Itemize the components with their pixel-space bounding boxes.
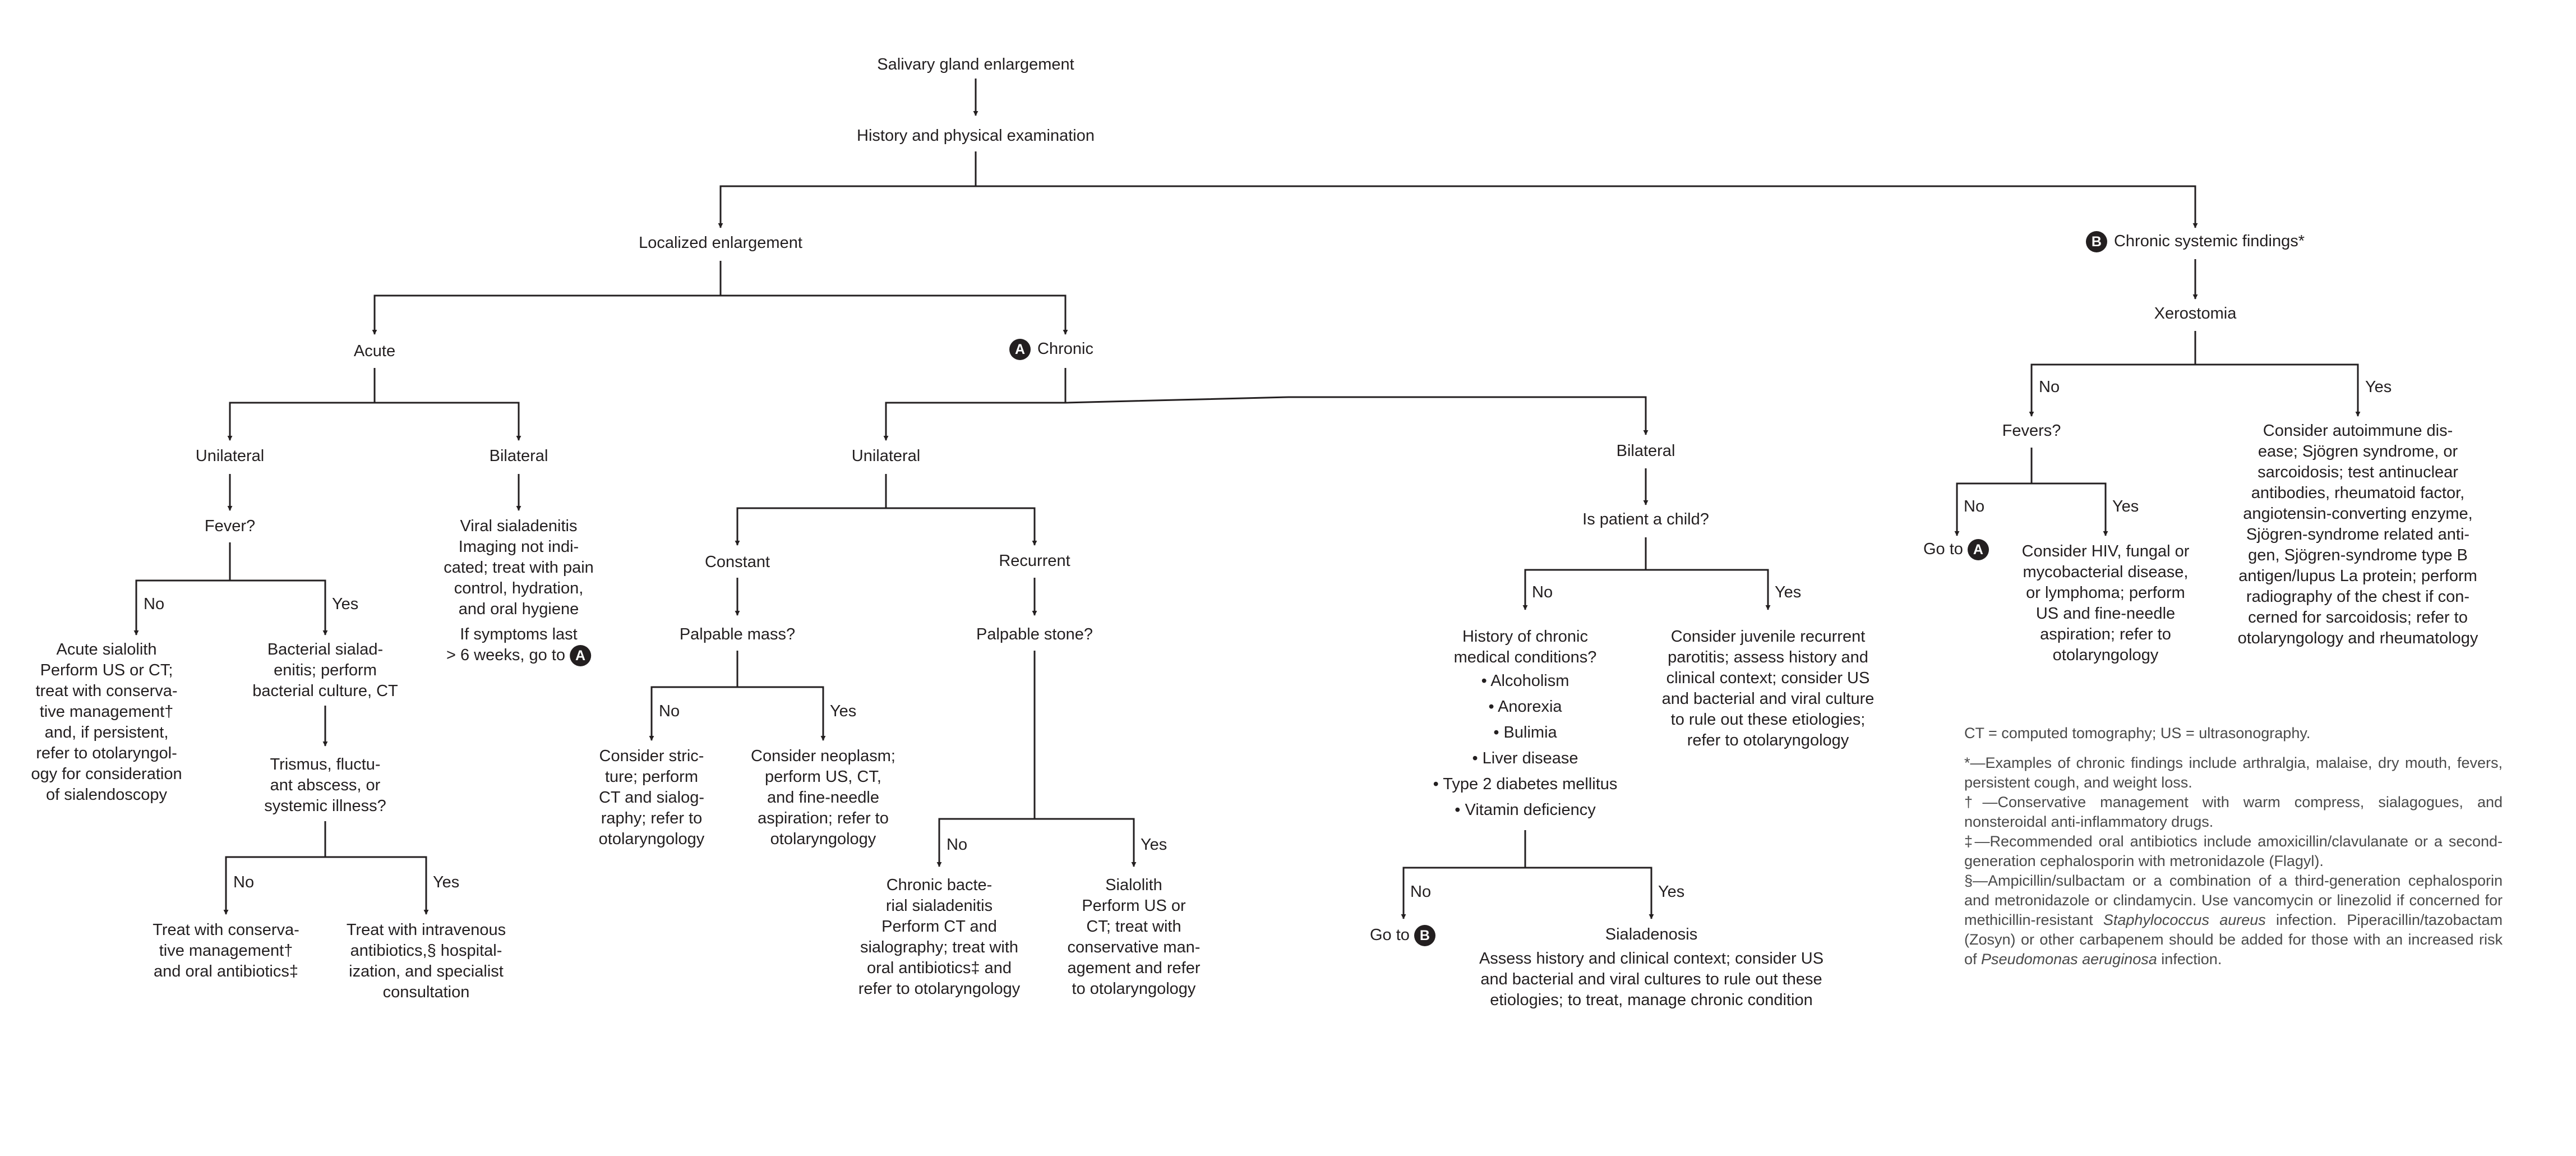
stricture-node: Consider stric- ture; perform CT and sia… [598,747,705,848]
pseudomonas-text: Pseudomonas aeruginosa [1981,951,2157,968]
trismus-question-node: Trismus, fluctu- ant abscess, or systemi… [264,756,386,815]
branch-label-yes: Yes [2112,498,2139,515]
branch-label-no: No [1410,883,1432,901]
branch-label-yes: Yes [1775,583,1802,601]
edge-xerostomia-split [2029,331,2196,417]
badge-a: A [1967,539,1989,561]
fevers-question-node: Fevers? [2002,422,2061,440]
edge-chronic-split [883,368,1067,441]
iv-treatment-node: Treat with intravenous antibiotics,§ hos… [346,921,506,1001]
sialolith-node: Sialolith Perform US or CT; treat with c… [1067,876,1201,998]
viral-sialadenitis-node: Viral sialadenitis Imaging not indi- cat… [444,516,594,667]
edge-unilateral-split [735,474,887,546]
acute-unilateral-node: Unilateral [195,447,265,465]
branch-label-yes: Yes [1141,836,1167,854]
footnote-abbreviations: CT = computed tomography; US = ultrasono… [1964,725,2311,742]
conservative-treatment-node: Treat with conserva- tive management† an… [153,921,299,980]
acute-sialolith-node: Acute sialolith Perform US or CT; treat … [31,641,182,804]
localized-enlargement-node: Localized enlargement [639,234,802,252]
hiv-lymphoma-node: Consider HIV, fungal or mycobacterial di… [2021,542,2190,664]
history-chronic-conditions-node: History of chronic medical conditions? •… [1433,628,1618,819]
footnote-double-dagger: ‡—Recommended oral antibiotics include a… [1964,833,2503,869]
constant-node: Constant [704,553,770,571]
chronic-bilateral-node: Bilateral [1616,442,1675,460]
history-node: History and physical examination [857,127,1095,145]
edge-stone-split [936,651,1036,867]
acute-node: Acute [353,342,396,360]
fever-question-node: Fever? [204,517,256,535]
branch-label-yes: Yes [830,702,857,720]
staphylococcus-text: Staphylococcus aureus [2103,911,2266,928]
branch-label-yes: Yes [332,595,359,613]
badge-a: A [1009,339,1031,361]
edge-fever-split [133,542,231,635]
xerostomia-node: Xerostomia [2154,305,2237,323]
branch-label-no: No [947,836,968,854]
juvenile-parotitis-node: Consider juvenile recurrent parotitis; a… [1661,628,1875,749]
bacterial-sialadenitis-node: Bacterial sialad- enitis; perform bacter… [252,641,398,700]
branch-label-no: No [2039,378,2060,396]
edge-fevers-split [1954,448,2033,536]
footnote-section: §—Ampicillin/sulbactam or a combination … [1964,872,2503,968]
branch-label-yes: Yes [433,873,460,891]
acute-bilateral-node: Bilateral [489,447,548,465]
root-node: Salivary gland enlargement [877,56,1074,73]
recurrent-node: Recurrent [999,552,1070,570]
branch-label-yes: Yes [2365,378,2392,396]
edge-child-split [1522,537,1647,610]
branch-label-no: No [233,873,255,891]
edge-history-split2 [1401,830,1526,919]
badge-a: A [569,645,591,667]
palpable-mass-question-node: Palpable mass? [679,625,796,643]
edge-acute-split [227,368,376,441]
footnote-star: *—Examples of chronic findings include a… [1964,754,2503,791]
palpable-stone-question-node: Palpable stone? [976,625,1093,643]
badge-b: B [1414,925,1435,947]
chronic-bacterial-sialadenitis-node: Chronic bacte- rial sialadenitis Perform… [858,876,1021,998]
chronic-unilateral-node: Unilateral [851,447,921,465]
autoimmune-node: Consider autoimmune dis- ease; Sjögren s… [2237,422,2478,647]
neoplasm-node: Consider neoplasm; perform US, CT, and f… [751,747,895,848]
is-child-question-node: Is patient a child? [1582,510,1709,528]
branch-label-yes: Yes [1658,883,1685,901]
branch-label-no: No [659,702,680,720]
branch-label-no: No [1964,498,1985,515]
branch-label-no: No [144,595,165,613]
footnotes: CT = computed tomography; US = ultrasono… [1964,724,2503,969]
edge-mass-split [649,651,738,741]
sialadenosis-node: Sialadenosis Assess history and clinical… [1479,925,1824,1009]
edge-trismus-split [223,821,326,915]
edge-localized-split [372,261,722,335]
edge-history-split [719,151,2195,228]
footnote-dagger: †—Conservative management with warm comp… [1964,794,2503,830]
branch-label-no: No [1532,583,1553,601]
badge-b: B [2085,231,2107,253]
